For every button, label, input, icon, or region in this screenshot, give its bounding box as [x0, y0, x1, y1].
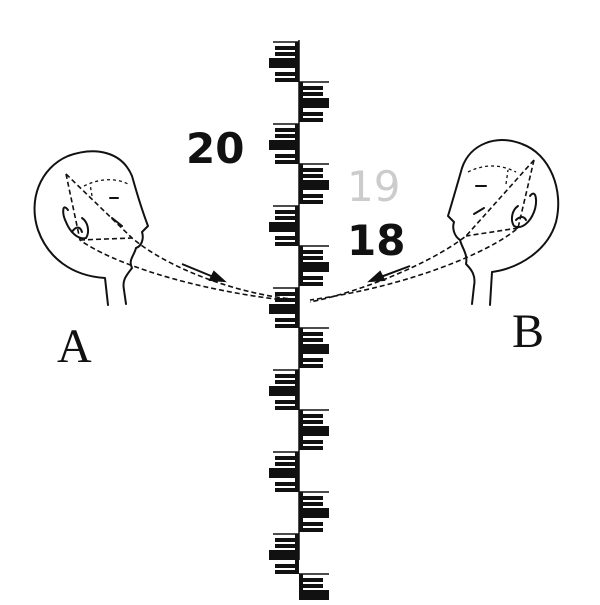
staff-left-bar: [269, 468, 295, 478]
staff-left-tick: [275, 78, 295, 82]
staff-number-20: 20: [186, 124, 245, 173]
staff-right-spine: [299, 164, 303, 204]
staff-right-tick: [303, 446, 323, 450]
staff-right-tick: [303, 174, 323, 178]
staff-right-bar: [303, 344, 329, 354]
staff-right-spine: [299, 246, 303, 286]
staff-right-bar: [303, 262, 329, 272]
staff-left-spine: [295, 206, 299, 246]
staff-left-tick: [275, 134, 295, 138]
staff-left-tick: [275, 324, 295, 328]
staff-left-tick: [275, 488, 295, 492]
staff-right-tick: [303, 86, 323, 90]
staff-right-spine: [299, 410, 303, 450]
staff-left-spine: [295, 534, 299, 574]
staff-left-tick: [275, 538, 295, 542]
staff-right-tick: [303, 522, 323, 526]
label-a: A: [57, 320, 92, 373]
staff-left-tick: [275, 544, 295, 548]
staff-right-tick: [303, 502, 323, 506]
head-b-hair: [467, 165, 517, 185]
staff-left-tick: [275, 242, 295, 246]
staff-left-tick: [275, 52, 295, 56]
staff-left-tick: [275, 374, 295, 378]
staff-left-bar: [269, 140, 295, 150]
staff-left-spine: [295, 42, 299, 82]
head-a: [33, 150, 149, 306]
staff-right-tick: [303, 338, 323, 342]
staff-left-tick: [275, 154, 295, 158]
staff-right-tick: [303, 112, 323, 116]
staff-right-tick: [303, 194, 323, 198]
head-b: [447, 139, 560, 306]
sight-lines-b: [309, 159, 535, 303]
sight-lines-a: [65, 173, 293, 302]
staff-number-18: 18: [347, 216, 406, 265]
staff-left-spine: [295, 124, 299, 164]
staff-right-tick: [303, 414, 323, 418]
staff-right-tick: [303, 200, 323, 204]
staff-right-bar: [303, 590, 329, 600]
staff-left-tick: [275, 482, 295, 486]
leveling-staff: [269, 40, 329, 605]
staff-left-tick: [275, 380, 295, 384]
staff-right-spine: [299, 492, 303, 532]
staff-right-tick: [303, 440, 323, 444]
staff-right-spine: [299, 328, 303, 368]
staff-right-bar: [303, 98, 329, 108]
staff-left-tick: [275, 160, 295, 164]
staff-right-tick: [303, 578, 323, 582]
staff-right-tick: [303, 584, 323, 588]
staff-left-tick: [275, 318, 295, 322]
staff-left-tick: [275, 400, 295, 404]
staff-left-tick: [275, 292, 295, 296]
staff-right-tick: [303, 282, 323, 286]
staff-left-tick: [275, 462, 295, 466]
staff-right-tick: [303, 364, 323, 368]
staff-right-tick: [303, 168, 323, 172]
staff-left-spine: [295, 370, 299, 410]
staff-left-tick: [275, 210, 295, 214]
arrow-b: [367, 265, 411, 283]
staff-right-tick: [303, 332, 323, 336]
staff-right-tick: [303, 250, 323, 254]
staff-right-tick: [303, 528, 323, 532]
staff-left-tick: [275, 46, 295, 50]
arrow-a: [181, 263, 227, 283]
staff-left-tick: [275, 456, 295, 460]
staff-right-bar: [303, 508, 329, 518]
staff-left-tick: [275, 564, 295, 568]
staff-left-bar: [269, 58, 295, 68]
staff-left-tick: [275, 406, 295, 410]
staff-left-tick: [275, 570, 295, 574]
staff-right-bar: [303, 180, 329, 190]
staff-left-bar: [269, 386, 295, 396]
staff-right-tick: [303, 118, 323, 122]
staff-left-tick: [275, 72, 295, 76]
staff-left-spine: [295, 452, 299, 492]
label-b: B: [512, 305, 545, 358]
staff-left-tick: [275, 236, 295, 240]
staff-left-bar: [269, 304, 295, 314]
staff-right-tick: [303, 256, 323, 260]
staff-left-bar: [269, 550, 295, 560]
head-a-hair: [83, 179, 129, 197]
staff-right-tick: [303, 420, 323, 424]
staff-number-19: 19: [347, 162, 401, 211]
staff-left-bar: [269, 222, 295, 232]
staff-left-tick: [275, 128, 295, 132]
staff-right-bar: [303, 426, 329, 436]
staff-right-tick: [303, 358, 323, 362]
staff-left-tick: [275, 216, 295, 220]
staff-right-tick: [303, 496, 323, 500]
staff-right-tick: [303, 276, 323, 280]
staff-left-spine: [295, 288, 299, 328]
staff-right-spine: [299, 574, 303, 605]
staff-right-spine: [299, 82, 303, 122]
staff-right-tick: [303, 92, 323, 96]
